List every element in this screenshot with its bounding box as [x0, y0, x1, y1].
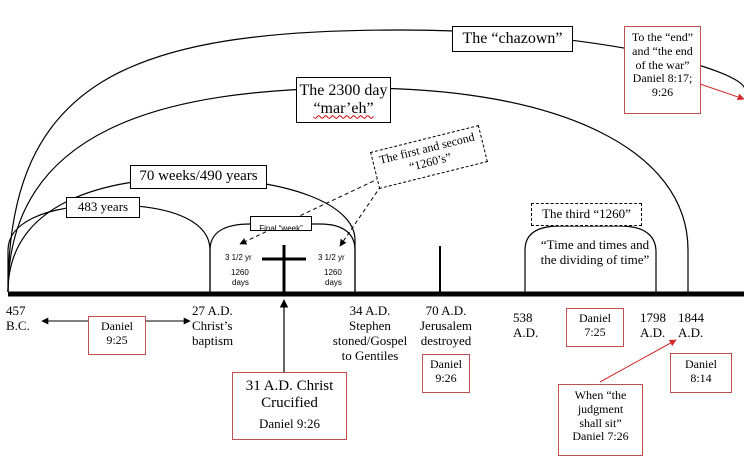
third-1260-title: The third “1260”	[542, 206, 631, 221]
ref-daniel-7-25: Daniel 7:25	[566, 308, 624, 347]
final-week-box: Final “week”	[250, 216, 312, 233]
end-line3: of the war”	[635, 57, 690, 72]
judgment-line3: shall sit”	[579, 415, 622, 430]
crucified-line1: 31 A.D. Christ	[245, 378, 334, 394]
judgment-red-arrow	[599, 339, 677, 383]
ref-daniel-7-25-line1: Daniel	[579, 311, 611, 325]
mareh-title-line1: The 2300 day	[299, 82, 388, 99]
date-1844ad: 1844 A.D.	[678, 310, 704, 341]
ref-daniel-8-14-line2: 8:14	[690, 370, 712, 385]
weeks-70-title-box: 70 weeks/490 years	[130, 165, 267, 189]
half-week-left-days-unit: days	[232, 278, 249, 287]
mareh-title-word: “mar’eh”	[313, 100, 374, 118]
ref-daniel-8-14-line1: Daniel	[685, 357, 717, 371]
judgment-line2: judgment	[577, 401, 624, 416]
date-1798ad-line2: A.D.	[640, 324, 666, 340]
date-70ad-line1: 70 A.D.	[425, 303, 467, 318]
time-and-times-text: “Time and times and the dividing of time…	[540, 237, 650, 268]
crucified-box: 31 A.D. Christ Crucified Daniel 9:26	[232, 372, 347, 440]
half-week-left-days-num: 1260	[231, 268, 249, 277]
crucified-ref: Daniel 9:26	[258, 415, 320, 431]
date-1798ad: 1798 A.D.	[640, 310, 666, 341]
seventy-weeks-arc	[7, 177, 356, 293]
years-483-box: 483 years	[66, 197, 140, 218]
years-483-arc	[7, 204, 211, 292]
date-27ad-line3: baptism	[192, 332, 234, 348]
ref-daniel-9-26-jerusalem: Daniel 9:26	[422, 354, 470, 393]
chazown-title-box: The “chazown”	[452, 26, 573, 52]
end-red-arrow	[699, 83, 744, 101]
third-1260-box: The third “1260”	[531, 203, 642, 226]
date-457bc-line1: 457	[6, 303, 26, 318]
judgment-box: When “the judgment shall sit” Daniel 7:2…	[558, 384, 643, 456]
date-34ad: 34 A.D. Stephen stoned/Gospel to Gentile…	[330, 303, 410, 364]
date-70ad-line3: destroyed	[420, 332, 472, 348]
end-line4: Daniel 8:17;	[632, 71, 693, 86]
date-27ad: 27 A.D. Christ’s baptism	[192, 303, 234, 349]
date-70ad: 70 A.D. Jerusalem destroyed	[414, 303, 478, 349]
mareh-title-box: The 2300 day “mar’eh”	[296, 77, 391, 123]
half-week-right-days-num: 1260	[324, 268, 342, 277]
ref-daniel-9-26-line1: Daniel	[430, 357, 462, 371]
ref-daniel-9-25: Daniel 9:25	[88, 316, 146, 355]
date-34ad-line1: 34 A.D.	[349, 303, 391, 318]
half-week-right-years: 3 1/2 yr	[318, 253, 345, 262]
final-week-label: Final “week”	[259, 224, 303, 233]
years-483-title: 483 years	[77, 199, 129, 214]
half-week-left-years: 3 1/2 yr	[225, 253, 252, 262]
chazown-title: The “chazown”	[462, 30, 563, 47]
time-and-times-label: “Time and times and the dividing of time…	[540, 237, 650, 267]
ref-daniel-9-25-line1: Daniel	[101, 319, 133, 333]
end-line1: To the “end”	[631, 30, 694, 44]
date-34ad-line3: stoned/Gospel	[332, 332, 408, 348]
date-34ad-line2: Stephen	[349, 317, 391, 333]
date-70ad-line2: Jerusalem	[420, 317, 472, 333]
date-457bc-line2: B.C.	[6, 317, 30, 333]
third-1260-arc	[524, 225, 657, 292]
ref-daniel-9-26-line2: 9:26	[435, 370, 457, 385]
crucified-line2: Crucified	[261, 395, 318, 412]
end-line2: and “the end	[632, 43, 693, 58]
date-457bc: 457 B.C.	[6, 303, 30, 334]
date-1844ad-line1: 1844	[678, 310, 704, 325]
date-1798ad-line1: 1798	[640, 310, 666, 325]
date-27ad-line1: 27 A.D.	[192, 303, 233, 318]
date-1844ad-line2: A.D.	[678, 324, 704, 340]
ref-daniel-9-25-line2: 9:25	[106, 332, 128, 347]
ref-daniel-8-14: Daniel 8:14	[670, 353, 732, 393]
judgment-line4: Daniel 7:26	[572, 429, 629, 444]
date-538ad: 538 A.D.	[513, 310, 539, 341]
dashed-pointer-right	[339, 179, 386, 247]
dashed-pointer-left	[239, 177, 381, 245]
judgment-line1: When “the	[574, 388, 627, 402]
end-line5: 9:26	[651, 85, 674, 100]
end-of-war-box: To the “end” and “the end of the war” Da…	[624, 26, 701, 114]
date-27ad-line2: Christ’s	[192, 317, 233, 333]
ref-daniel-7-25-line2: 7:25	[584, 324, 606, 339]
half-week-right-days-unit: days	[325, 278, 342, 287]
date-538ad-line2: A.D.	[513, 324, 539, 340]
date-34ad-line4: to Gentiles	[341, 347, 399, 363]
weeks-70-title: 70 weeks/490 years	[139, 168, 258, 184]
date-538ad-line1: 538	[513, 310, 533, 325]
